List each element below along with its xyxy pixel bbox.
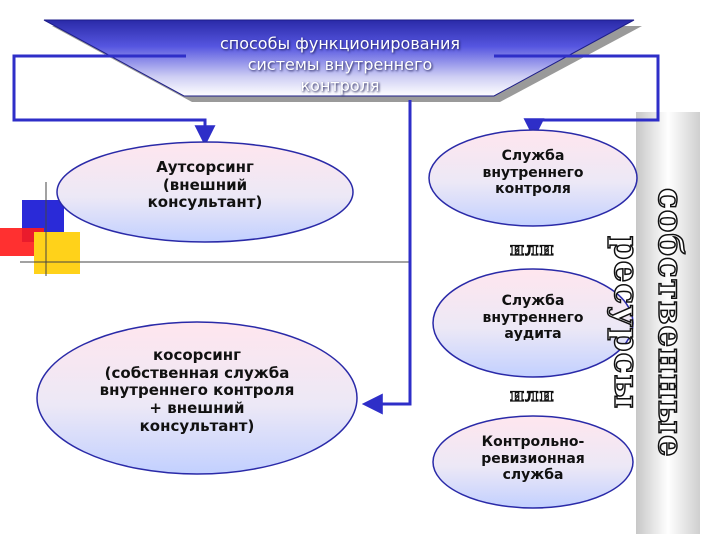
node-cosourcing-line: внутреннего контроля	[57, 382, 337, 400]
node-revision-line: служба	[458, 467, 608, 484]
or-connector-2: или	[510, 384, 555, 406]
node-cosourcing-line: консультант)	[57, 418, 337, 436]
decor-yellow-square	[34, 232, 80, 274]
node-outsourcing-line: консультант)	[90, 194, 320, 212]
title-line-3: контроля	[150, 75, 530, 96]
node-outsourcing-label: Аутсорсинг (внешний консультант)	[90, 159, 320, 212]
node-internal-audit-line: Служба	[458, 293, 608, 310]
node-internal-audit-line: аудита	[458, 326, 608, 343]
or-connector-1: или	[510, 238, 555, 260]
node-internal-control-line: контроля	[458, 181, 608, 198]
node-internal-audit-label: Служба внутреннего аудита	[458, 293, 608, 343]
node-revision-line: Контрольно-	[458, 434, 608, 451]
title-line-1: способы функционирования	[150, 33, 530, 54]
node-internal-control-line: внутреннего	[458, 165, 608, 182]
node-revision-line: ревизионная	[458, 451, 608, 468]
node-cosourcing-label: косорсинг (собственная служба внутреннег…	[57, 347, 337, 435]
node-cosourcing-line: косорсинг	[57, 347, 337, 365]
page-title: способы функционирования системы внутрен…	[150, 33, 530, 96]
node-revision-label: Контрольно- ревизионная служба	[458, 434, 608, 484]
title-line-2: системы внутреннего	[150, 54, 530, 75]
node-cosourcing-line: (собственная служба	[57, 365, 337, 383]
connector-center	[366, 100, 410, 404]
node-internal-audit-line: внутреннего	[458, 310, 608, 327]
node-outsourcing-line: (внешний	[90, 177, 320, 195]
node-outsourcing-line: Аутсорсинг	[90, 159, 320, 177]
node-cosourcing-line: + внешний	[57, 400, 337, 418]
node-internal-control-label: Служба внутреннего контроля	[458, 148, 608, 198]
node-internal-control-line: Служба	[458, 148, 608, 165]
side-label-own-resources: собственные ресурсы	[648, 118, 692, 528]
